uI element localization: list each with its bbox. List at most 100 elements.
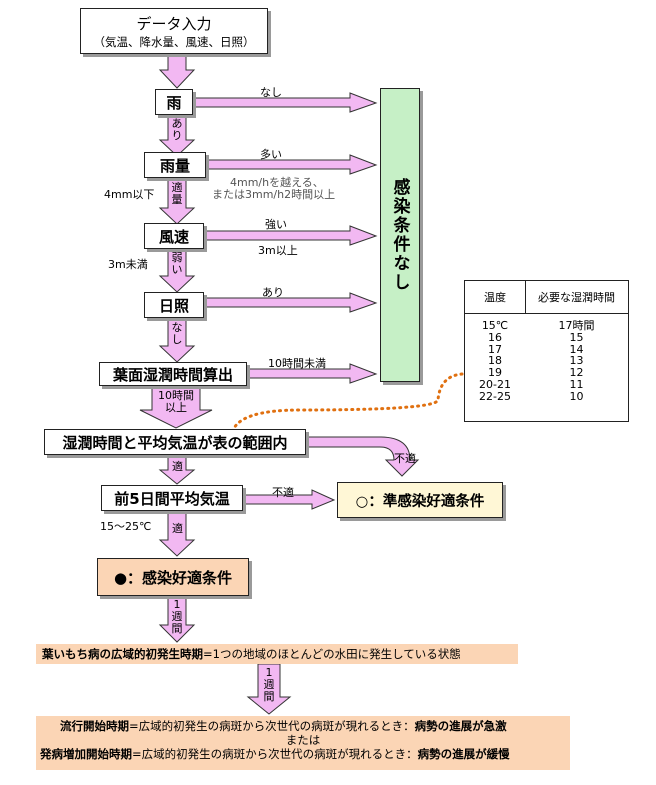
table-cell-temp: 15℃ <box>481 319 509 332</box>
note-epidemic: 流行開始時期=広域的初発生の病斑から次世代の病斑が現れるとき：病勢の進展が急激 … <box>36 716 570 770</box>
arrow-amount-to-wind <box>158 177 196 225</box>
node-rain: 雨 <box>155 89 193 115</box>
table-cell-hours: 11 <box>569 377 584 391</box>
node-sunshine-label: 日照 <box>158 296 189 315</box>
favorable-box: ●：感染好適条件 <box>97 558 249 596</box>
node-rain-label: 雨 <box>166 93 182 112</box>
note-epidemic-line1: 流行開始時期=広域的初発生の病斑から次世代の病斑が現れるとき：病勢の進展が急激 <box>36 718 570 734</box>
arrow-temp-ng <box>243 489 336 510</box>
edge-amount-ok-side: 4mm以下 <box>104 188 155 201</box>
node-wind: 風速 <box>144 223 204 249</box>
arrow-wet-short <box>247 363 378 384</box>
edge-amount-detail-1: 4mm/hを越える、 <box>230 176 324 189</box>
arrow-input-to-rain <box>158 55 196 89</box>
edge-sun-none: なし <box>171 321 183 346</box>
node-wetness-calc-label: 葉面湿潤時間算出 <box>112 365 233 384</box>
edge-range-ng: 不適 <box>394 452 416 465</box>
note-increase-start-end: 病勢の進展が緩慢 <box>417 747 510 761</box>
note-epidemic-start-bold: 流行開始時期 <box>60 719 129 733</box>
edge-amount-ok: 適量 <box>171 181 183 206</box>
node-rain-amount: 雨量 <box>144 152 206 178</box>
favorable-label: ●：感染好適条件 <box>113 568 233 587</box>
table-header-hours: 必要な湿潤時間 <box>538 291 615 304</box>
table-cell-hours: 12 <box>569 366 584 380</box>
note-epidemic-start-mid: =広域的初発生の病斑から次世代の病斑が現れるとき： <box>129 719 415 733</box>
table-cell-hours: 13 <box>569 354 584 368</box>
semi-favorable-label: ○：準感染好適条件 <box>355 493 485 510</box>
table-header-temp: 温度 <box>484 291 506 304</box>
arrow-rain-none <box>192 92 378 113</box>
edge-rain-none: なし <box>260 86 282 99</box>
data-input-subtitle: （気温、降水量、風速、日照） <box>93 34 255 49</box>
table-cell-hours: 17時間 <box>558 319 595 332</box>
note-increase-start-bold: 発病増加開始時期 <box>40 747 132 761</box>
arrow-sun-to-wet <box>158 317 196 363</box>
node-avg-temp: 前5日間平均気温 <box>101 485 243 511</box>
edge-range-ok: 適 <box>172 460 183 473</box>
arrow-note1-to-note2 <box>246 663 292 715</box>
table-cell-temp: 20-21 <box>479 377 511 391</box>
note-or: または <box>285 733 321 747</box>
edge-amount-detail-2: または3mm/h2時間以上 <box>212 188 336 201</box>
arrow-favorable-to-note1 <box>158 595 196 643</box>
edge-wind-weak: 弱い <box>171 251 183 276</box>
semi-favorable-box: ○：準感染好適条件 <box>337 482 503 518</box>
edge-sun-yes: あり <box>262 286 284 299</box>
note-initial-outbreak-rest: =1つの地域のほとんどの水田に発生している状態 <box>203 647 461 661</box>
table-cell-temp: 22-25 <box>479 389 511 403</box>
node-range-check-label: 湿潤時間と平均気温が表の範囲内 <box>62 433 288 452</box>
edge-wind-strong: 強い <box>265 218 287 231</box>
data-input-box: データ入力 （気温、降水量、風速、日照） <box>80 8 268 54</box>
table-cell-temp: 19 <box>488 366 502 380</box>
table-header-divider <box>525 281 526 313</box>
edge-temp-range: 15～25℃ <box>100 520 152 533</box>
arrow-range-to-temp <box>158 454 196 485</box>
node-wetness-calc: 葉面湿潤時間算出 <box>99 362 247 386</box>
arrow-wet-to-range <box>139 385 213 429</box>
edge-temp-ng: 不適 <box>272 486 294 499</box>
table-link-dots <box>230 372 464 436</box>
arrow-range-ng <box>305 436 420 477</box>
table-cell-hours: 10 <box>569 389 584 403</box>
node-avg-temp-label: 前5日間平均気温 <box>114 489 230 508</box>
arrow-sun-yes <box>204 292 378 313</box>
no-infection-label: 感染条件なし <box>389 178 410 292</box>
note-initial-outbreak: 葉いもち病の広域的初発生時期=1つの地域のほとんどの水田に発生している状態 <box>36 644 518 664</box>
node-range-check: 湿潤時間と平均気温が表の範囲内 <box>44 429 306 455</box>
note-epidemic-start-end: 病勢の進展が急激 <box>414 719 507 733</box>
node-sunshine: 日照 <box>144 292 204 318</box>
edge-wet-long: 10時間以上 <box>158 389 194 414</box>
table-cell-temp: 16 <box>488 330 502 344</box>
edge-week-2: 1週間 <box>263 666 275 703</box>
wetness-table-header: 温度 必要な湿潤時間 <box>465 281 628 314</box>
arrow-wind-to-sun <box>158 248 196 293</box>
note-initial-outbreak-bold: 葉いもち病の広域的初発生時期 <box>42 647 203 661</box>
node-rain-amount-label: 雨量 <box>159 156 190 175</box>
arrow-amount-many <box>206 154 378 175</box>
arrow-temp-to-favorable <box>158 511 196 557</box>
table-cell-temp: 18 <box>488 354 502 368</box>
table-cell-hours: 15 <box>569 330 584 344</box>
edge-rain-yes: あり <box>171 117 183 142</box>
edge-wet-short: 10時間未満 <box>268 357 326 370</box>
edge-amount-many: 多い <box>260 148 282 161</box>
node-wind-label: 風速 <box>158 227 189 246</box>
edge-wind-strong-detail: 3m以上 <box>258 244 298 257</box>
arrow-wind-strong <box>204 225 378 246</box>
arrow-rain-to-amount <box>158 114 196 157</box>
table-row: 22-25 10 <box>465 389 628 403</box>
data-input-title: データ入力 <box>136 14 212 33</box>
table-row: 20-21 11 <box>465 379 628 391</box>
no-infection-box: 感染条件なし <box>380 88 420 382</box>
edge-temp-ok: 適 <box>172 522 183 535</box>
table-cell-temp: 17 <box>488 342 502 356</box>
edge-wind-weak-side: 3m未満 <box>108 258 148 271</box>
table-cell-hours: 14 <box>569 342 584 356</box>
